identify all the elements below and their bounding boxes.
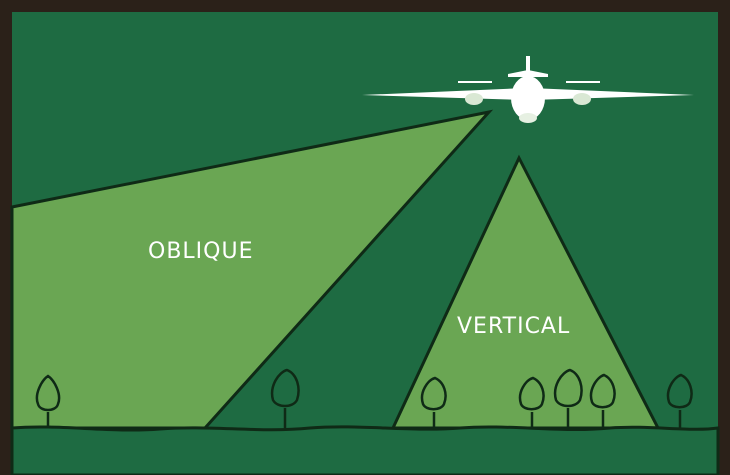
- ground: [12, 427, 718, 475]
- vertical-label: VERTICAL: [457, 314, 570, 339]
- oblique-label: OBLIQUE: [148, 239, 253, 264]
